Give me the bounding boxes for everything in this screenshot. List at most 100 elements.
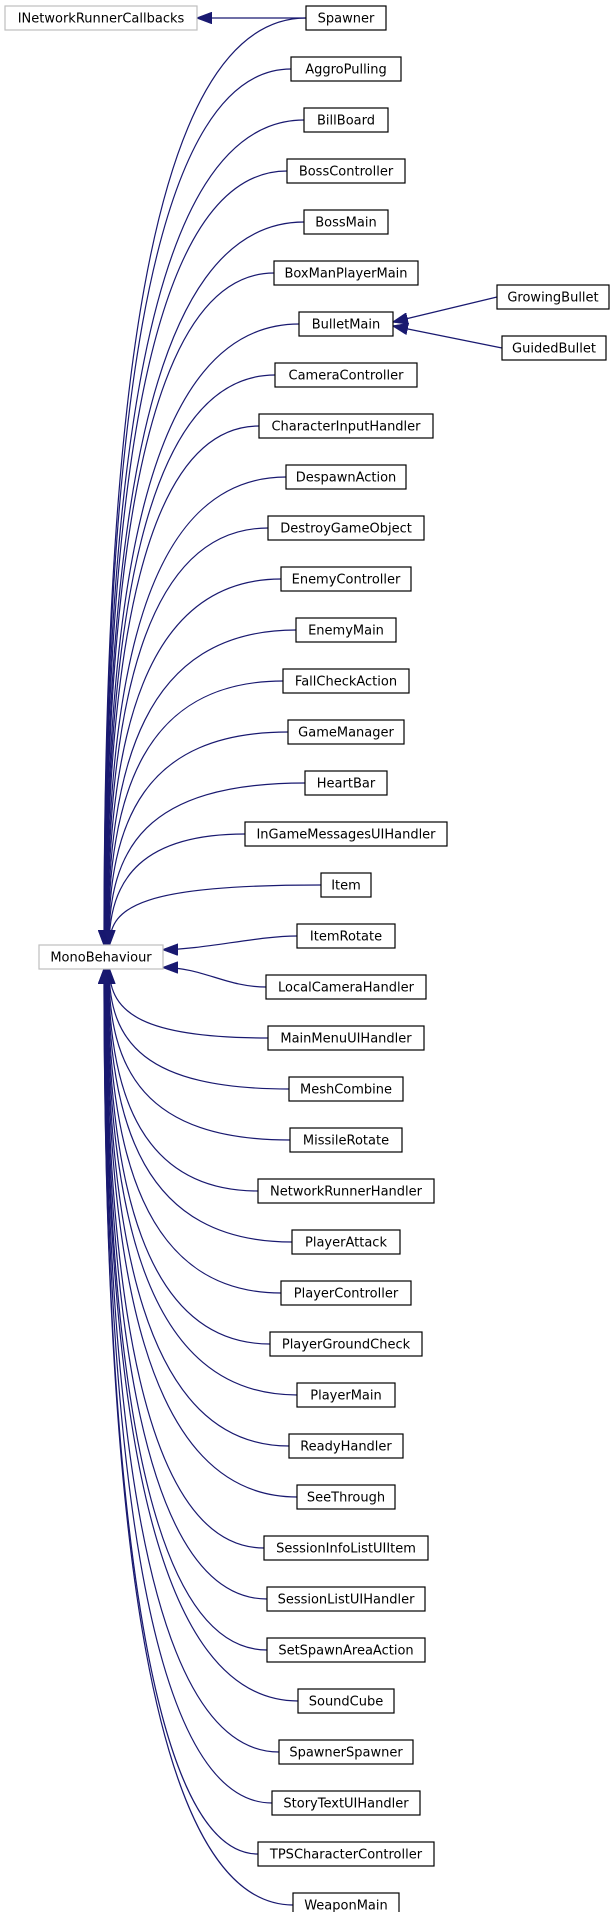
class-node-spawner[interactable]: Spawner <box>305 5 387 31</box>
class-node-weaponmain[interactable]: WeaponMain <box>292 1892 400 1912</box>
inheritance-edge-tpscharactercontroller-to-monobehaviour <box>104 969 259 1855</box>
class-node-localcamerahandler[interactable]: LocalCameraHandler <box>265 974 427 1000</box>
class-node-box <box>282 668 410 694</box>
class-node-box <box>274 362 418 388</box>
class-node-playermain[interactable]: PlayerMain <box>296 1382 396 1408</box>
class-node-playergroundcheck[interactable]: PlayerGroundCheck <box>269 1331 423 1357</box>
class-node-box <box>273 260 419 286</box>
class-node-label: StoryTextUIHandler <box>283 1797 409 1812</box>
class-node-label: SetSpawnAreaAction <box>278 1644 413 1659</box>
class-node-box <box>305 5 387 31</box>
class-node-sessionlistuihandler[interactable]: SessionListUIHandler <box>266 1586 426 1612</box>
class-node-box <box>320 872 372 898</box>
inheritance-edge-destroygameobject-to-monobehaviour <box>107 527 269 945</box>
class-node-label: SpawnerSpawner <box>289 1746 403 1761</box>
class-node-box <box>280 1280 412 1306</box>
class-node-box <box>263 1535 429 1561</box>
class-node-ingamemessagesuihandler[interactable]: InGameMessagesUIHandler <box>244 821 448 847</box>
inheritance-edge-soundcube-to-monobehaviour <box>105 969 299 1702</box>
class-node-box <box>4 5 198 31</box>
class-node-box <box>257 1841 435 1867</box>
class-node-playercontroller[interactable]: PlayerController <box>280 1280 412 1306</box>
class-node-label: PlayerMain <box>310 1389 382 1404</box>
class-node-box <box>296 1382 396 1408</box>
class-node-tpscharactercontroller[interactable]: TPSCharacterController <box>257 1841 435 1867</box>
inheritance-edge-sessioninfolistuiitem-to-monobehaviour <box>106 969 265 1549</box>
class-node-box <box>289 1127 403 1153</box>
class-node-label: BillBoard <box>317 114 375 129</box>
inheritance-edge-enemycontroller-to-monobehaviour <box>107 578 282 945</box>
inheritance-edge-playerattack-to-monobehaviour <box>108 969 293 1243</box>
class-node-box <box>290 56 402 82</box>
class-node-label: HeartBar <box>317 777 376 792</box>
inheritance-edge-missilerotate-to-monobehaviour <box>109 969 291 1141</box>
class-node-storytextuihandler[interactable]: StoryTextUIHandler <box>271 1790 421 1816</box>
class-node-bossmain[interactable]: BossMain <box>303 209 389 235</box>
class-node-aggropulling[interactable]: AggroPulling <box>290 56 402 82</box>
class-node-label: MainMenuUIHandler <box>280 1032 412 1047</box>
class-node-characterinputhandler[interactable]: CharacterInputHandler <box>258 413 434 439</box>
class-node-box <box>298 311 394 337</box>
inheritance-edge-localcamerahandler-to-monobehaviour <box>163 968 267 988</box>
class-node-spawnerspawner[interactable]: SpawnerSpawner <box>278 1739 414 1765</box>
class-node-enemycontroller[interactable]: EnemyController <box>280 566 412 592</box>
class-node-label: CharacterInputHandler <box>271 420 421 435</box>
class-node-box <box>280 566 412 592</box>
class-node-seethrough[interactable]: SeeThrough <box>296 1484 396 1510</box>
inheritance-edge-growingbullet-to-bulletmain <box>393 296 498 322</box>
class-node-networkrunnerhandler[interactable]: NetworkRunnerHandler <box>257 1178 435 1204</box>
class-node-guidedbullet[interactable]: GuidedBullet <box>501 335 607 361</box>
class-node-despawnaction[interactable]: DespawnAction <box>285 464 407 490</box>
class-node-label: FallCheckAction <box>295 675 397 690</box>
class-node-box <box>38 944 164 970</box>
class-node-enemymain[interactable]: EnemyMain <box>295 617 397 643</box>
class-node-box <box>244 821 448 847</box>
inheritance-edge-fallcheckaction-to-monobehaviour <box>108 680 284 945</box>
class-node-missilerotate[interactable]: MissileRotate <box>289 1127 403 1153</box>
class-node-mainmenuuihandler[interactable]: MainMenuUIHandler <box>267 1025 425 1051</box>
class-node-label: PlayerAttack <box>305 1236 387 1251</box>
class-node-boxmanplayermain[interactable]: BoxManPlayerMain <box>273 260 419 286</box>
class-node-cameracontroller[interactable]: CameraController <box>274 362 418 388</box>
class-node-label: ItemRotate <box>310 930 382 945</box>
class-nodes: INetworkRunnerCallbacksMonoBehaviourSpaw… <box>4 5 610 1912</box>
class-node-destroygameobject[interactable]: DestroyGameObject <box>267 515 425 541</box>
class-node-gamemanager[interactable]: GameManager <box>287 719 405 745</box>
inheritance-edge-ingamemessagesuihandler-to-monobehaviour <box>109 833 246 945</box>
class-node-label: SessionInfoListUIItem <box>276 1542 416 1557</box>
class-node-heartbar[interactable]: HeartBar <box>304 770 388 796</box>
inheritance-edge-cameracontroller-to-monobehaviour <box>106 374 276 945</box>
inheritance-edge-characterinputhandler-to-monobehaviour <box>106 425 260 945</box>
class-node-setspawnareaaction[interactable]: SetSpawnAreaAction <box>266 1637 426 1663</box>
class-node-inetworkrunnercallbacks[interactable]: INetworkRunnerCallbacks <box>4 5 198 31</box>
class-node-label: ReadyHandler <box>300 1440 392 1455</box>
class-node-box <box>297 1688 395 1714</box>
class-node-bulletmain[interactable]: BulletMain <box>298 311 394 337</box>
class-node-box <box>285 464 407 490</box>
class-node-soundcube[interactable]: SoundCube <box>297 1688 395 1714</box>
class-node-growingbullet[interactable]: GrowingBullet <box>496 284 610 310</box>
class-node-playerattack[interactable]: PlayerAttack <box>291 1229 401 1255</box>
inheritance-edge-boxmanplayermain-to-monobehaviour <box>105 272 275 945</box>
class-node-label: DestroyGameObject <box>280 522 412 537</box>
class-node-fallcheckaction[interactable]: FallCheckAction <box>282 668 410 694</box>
class-node-box <box>258 413 434 439</box>
class-node-label: Item <box>331 879 361 894</box>
class-node-label: BossMain <box>315 216 376 231</box>
class-node-bosscontroller[interactable]: BossController <box>286 158 406 184</box>
class-node-readyhandler[interactable]: ReadyHandler <box>288 1433 404 1459</box>
class-node-billboard[interactable]: BillBoard <box>303 107 389 133</box>
inheritance-edge-playergroundcheck-to-monobehaviour <box>107 969 271 1345</box>
class-node-item[interactable]: Item <box>320 872 372 898</box>
class-node-label: BulletMain <box>312 318 381 333</box>
inheritance-edge-bosscontroller-to-monobehaviour <box>105 170 288 945</box>
class-node-meshcombine[interactable]: MeshCombine <box>288 1076 404 1102</box>
class-node-box <box>287 719 405 745</box>
class-node-box <box>267 515 425 541</box>
class-node-monobehaviour[interactable]: MonoBehaviour <box>38 944 164 970</box>
class-node-box <box>266 1586 426 1612</box>
class-node-itemrotate[interactable]: ItemRotate <box>296 923 396 949</box>
inheritance-edge-playermain-to-monobehaviour <box>107 969 298 1396</box>
class-node-sessioninfolistuiitem[interactable]: SessionInfoListUIItem <box>263 1535 429 1561</box>
